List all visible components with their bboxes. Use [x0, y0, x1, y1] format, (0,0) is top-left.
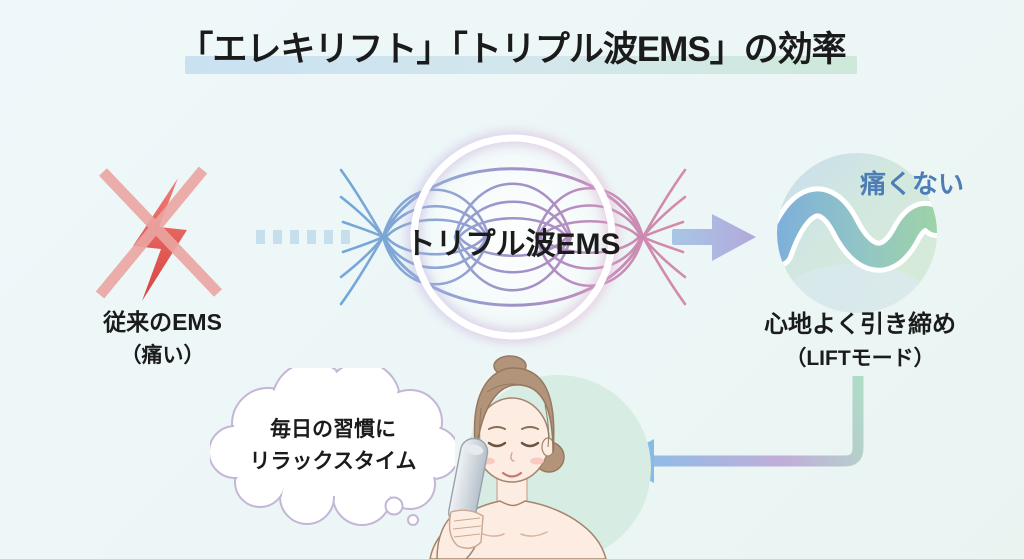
- lift-mode-line2: （LIFTモード）: [785, 347, 935, 370]
- crossed-lightning-icon: [95, 166, 222, 301]
- smile-mouth: [501, 471, 523, 478]
- blush-right: [530, 457, 544, 465]
- bubble-trail-dot-1: [384, 496, 404, 516]
- triple-wave-icon: [339, 131, 687, 343]
- finger-lines: [452, 517, 482, 538]
- conventional-ems-label: 従来のEMS （痛い）: [70, 306, 255, 372]
- wave-lines-upper: [339, 167, 687, 239]
- white-ring: [410, 134, 616, 340]
- comfort-wave-icon: [777, 153, 937, 313]
- nose: [510, 452, 515, 462]
- wave-lines-lower: [339, 235, 687, 307]
- eyebrows: [488, 426, 539, 430]
- woman-illustration: [429, 355, 651, 559]
- bubble-line2: リラックスタイム: [249, 450, 417, 473]
- hand: [448, 509, 484, 549]
- bubble-fill: [211, 368, 455, 523]
- closed-eyes: [487, 441, 540, 448]
- page-title: 「エレキリフト」「トリプル波EMS」の効率: [178, 30, 846, 69]
- triple-wave-ems-label: トリプル波EMS: [405, 228, 621, 261]
- conventional-ems-line1: 従来のEMS: [103, 309, 222, 335]
- comfort-wave-band: [777, 186, 937, 273]
- hair-front: [473, 367, 555, 453]
- lift-mode-line1: 心地よく引き締め: [764, 311, 956, 338]
- cross-x-lines: [95, 166, 222, 299]
- pain-free-badge: 痛くない: [860, 169, 965, 199]
- bubble-line1: 毎日の習慣に: [270, 418, 396, 441]
- lift-mode-label: 心地よく引き締め （LIFTモード）: [745, 308, 975, 376]
- facial-device-icon: [448, 437, 489, 527]
- title-highlight-bar: [185, 56, 857, 74]
- dashed-connector: [256, 230, 358, 244]
- wave-halo: [413, 137, 613, 337]
- conventional-ems-line2: （痛い）: [120, 344, 205, 367]
- thought-bubble: [210, 368, 455, 526]
- bubble-trail-dot-2: [407, 514, 419, 526]
- right-arrow-icon: [672, 214, 756, 261]
- thought-bubble-text: 毎日の習慣に リラックスタイム: [233, 414, 433, 478]
